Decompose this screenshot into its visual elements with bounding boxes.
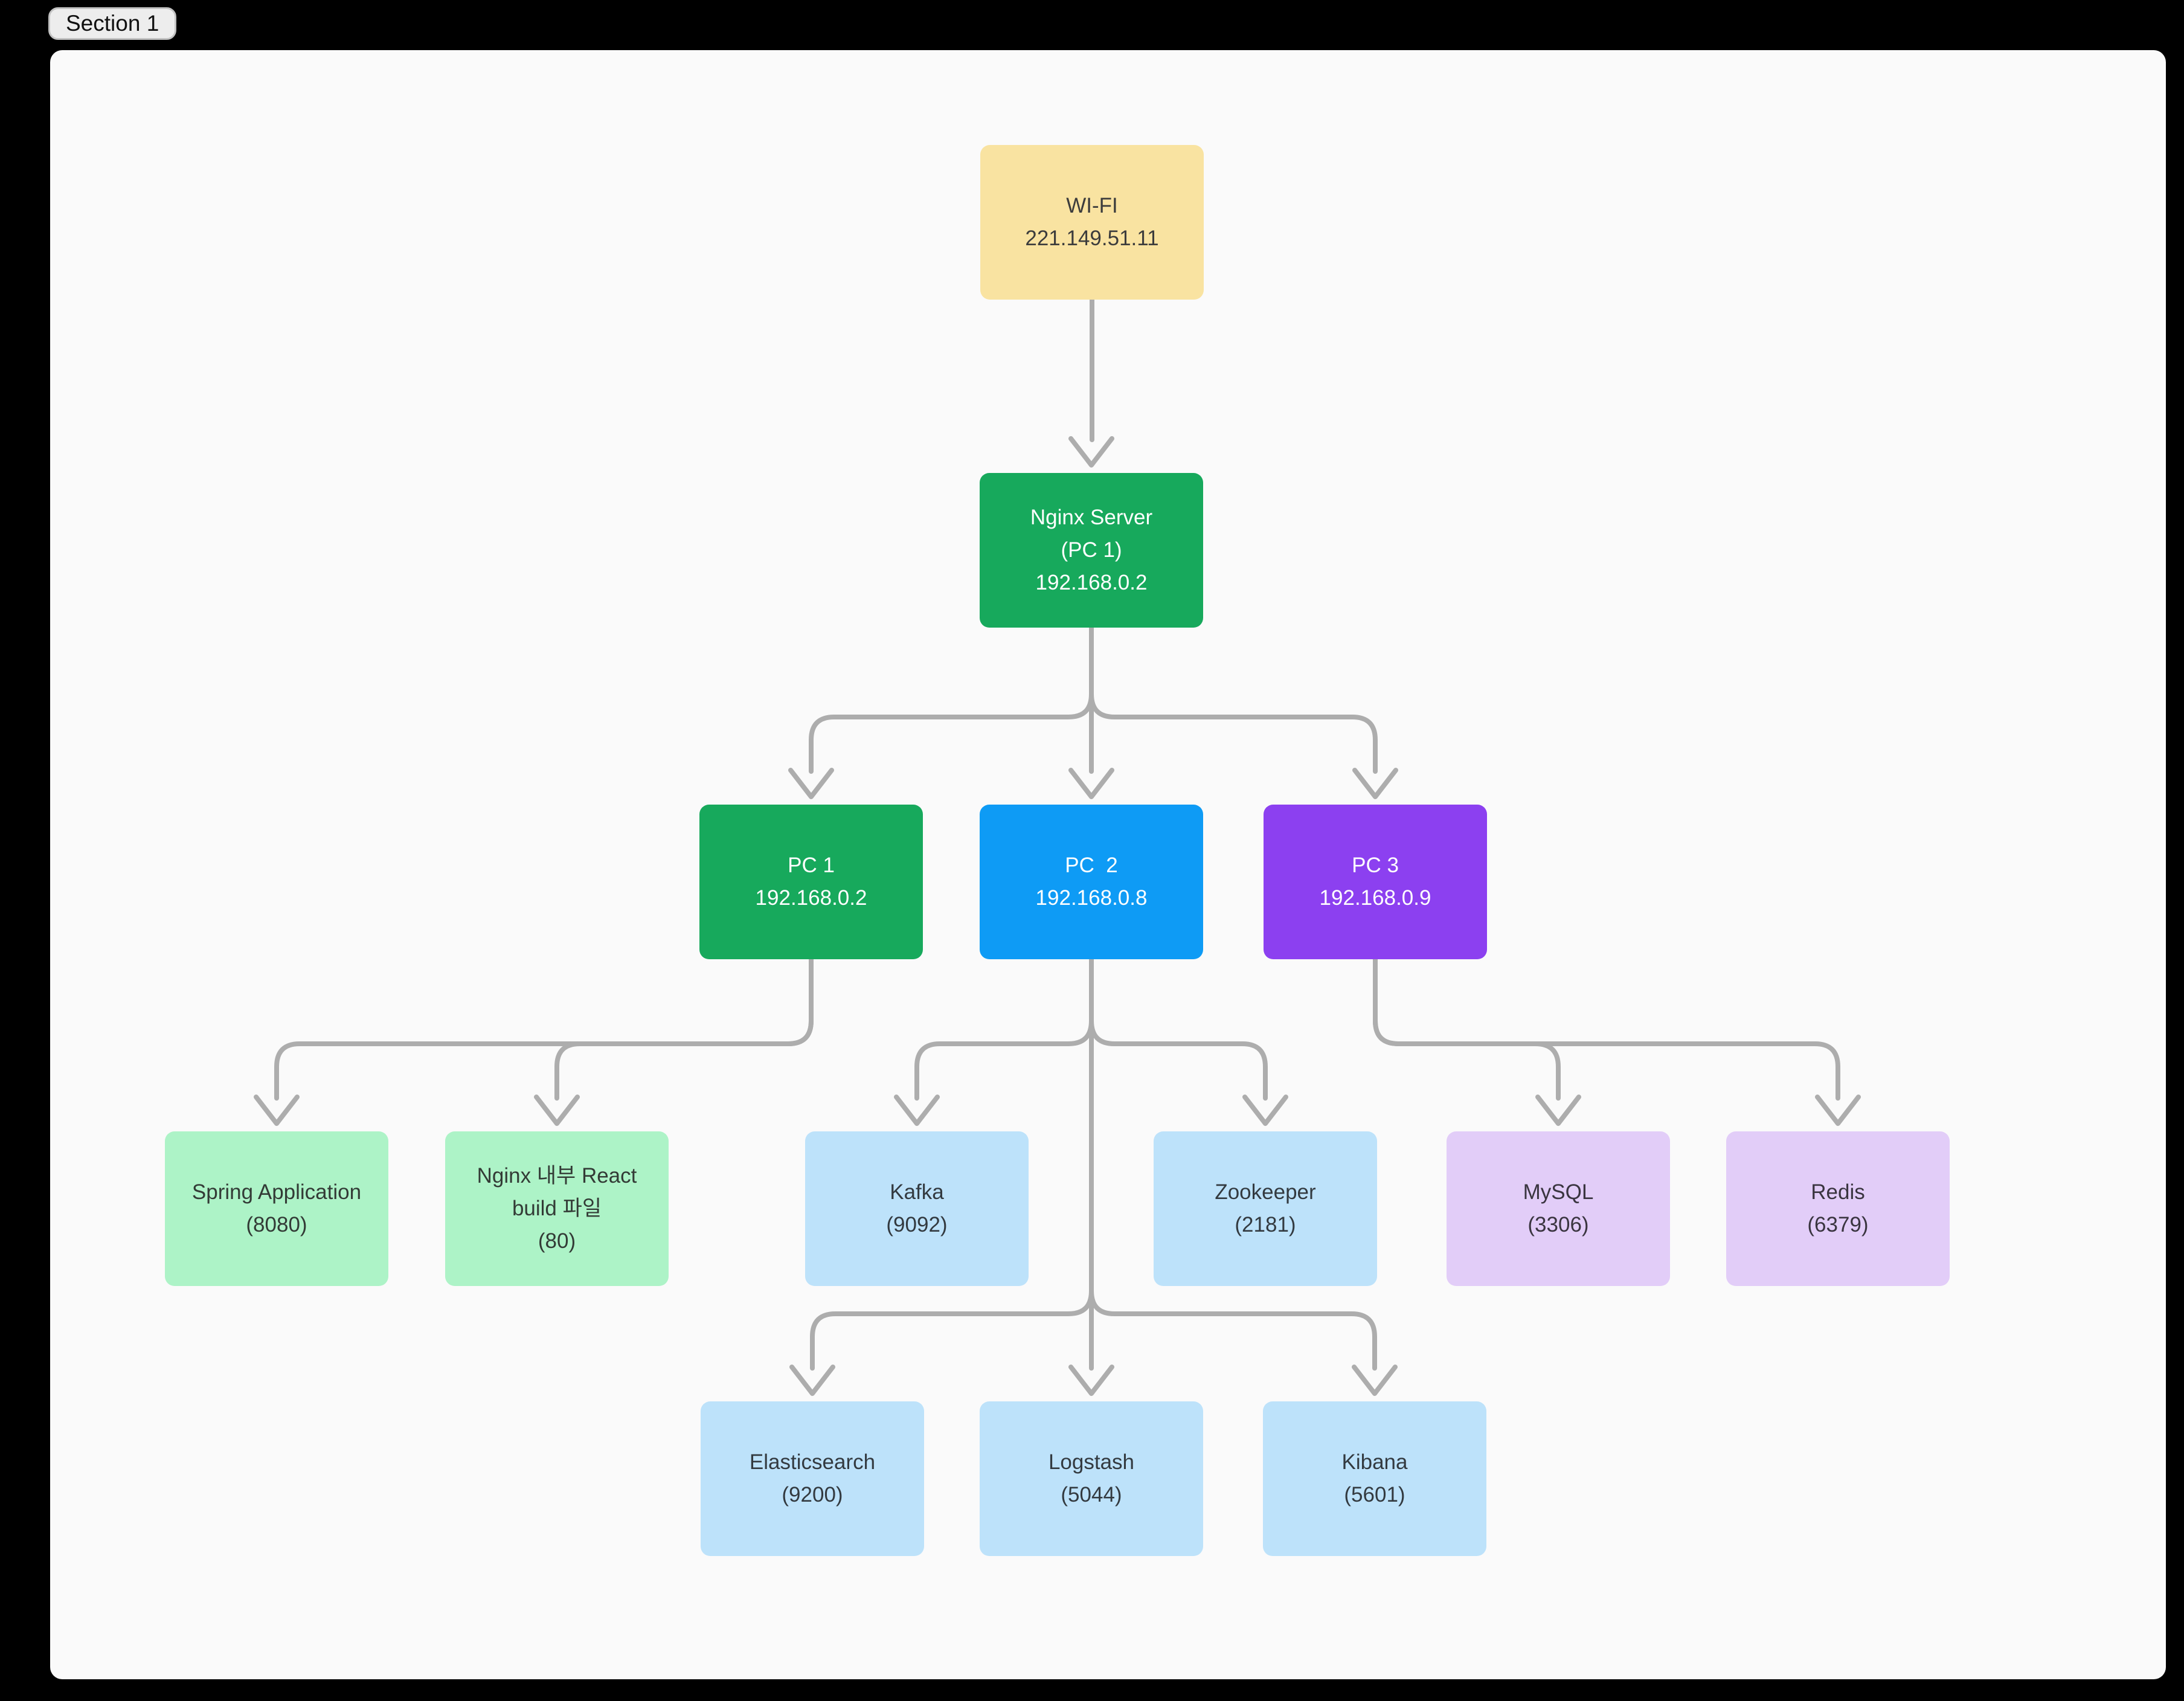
node-elasticsearch[interactable]: Elasticsearch (9200) (701, 1401, 924, 1556)
node-wifi-line: WI-FI (1066, 193, 1118, 217)
node-nginx-server-line: Nginx Server (1030, 505, 1153, 529)
node-kibana-line: (5601) (1344, 1483, 1405, 1506)
node-mysql[interactable]: MySQL (3306) (1447, 1131, 1670, 1286)
node-wifi-line: 221.149.51.11 (1025, 227, 1159, 250)
node-pc3-line: PC 3 (1352, 853, 1399, 877)
node-spring-application-line: Spring Application (191, 1180, 362, 1204)
node-kibana[interactable]: Kibana (5601) (1263, 1401, 1486, 1556)
node-nginx-react-build[interactable]: Nginx 내부 React build 파일 (80) (445, 1131, 669, 1286)
section-label[interactable]: Section 1 (48, 7, 177, 40)
node-wifi[interactable]: WI-FI 221.149.51.11 (980, 145, 1204, 300)
node-kafka[interactable]: Kafka (9092) (805, 1131, 1029, 1286)
node-pc2-line: PC 2 (1065, 853, 1118, 877)
node-kafka-line: (9092) (886, 1213, 948, 1236)
node-logstash-line: Logstash (1048, 1450, 1135, 1474)
node-elasticsearch-line: (9200) (782, 1483, 843, 1506)
node-kafka-line: Kafka (890, 1180, 944, 1204)
node-nginx-server[interactable]: Nginx Server (PC 1) 192.168.0.2 (980, 473, 1203, 628)
node-zookeeper-line: (2181) (1235, 1213, 1296, 1236)
node-pc1[interactable]: PC 1 192.168.0.2 (699, 805, 923, 959)
node-pc2[interactable]: PC 2 192.168.0.8 (980, 805, 1203, 959)
node-spring-application-line: (8080) (246, 1213, 307, 1236)
node-redis-line: Redis (1811, 1180, 1865, 1204)
node-pc1-line: PC 1 (788, 853, 835, 877)
node-mysql-line: MySQL (1523, 1180, 1594, 1204)
node-pc3-line: 192.168.0.9 (1319, 886, 1431, 910)
node-nginx-react-build-line: build 파일 (512, 1196, 602, 1220)
node-zookeeper[interactable]: Zookeeper (2181) (1154, 1131, 1377, 1286)
node-kibana-line: Kibana (1341, 1450, 1408, 1474)
node-spring-application[interactable]: Spring Application (8080) (165, 1131, 388, 1286)
node-logstash[interactable]: Logstash (5044) (980, 1401, 1203, 1556)
node-redis[interactable]: Redis (6379) (1726, 1131, 1950, 1286)
node-mysql-line: (3306) (1527, 1213, 1589, 1236)
node-nginx-react-build-line: Nginx 내부 React (477, 1163, 637, 1188)
node-pc1-line: 192.168.0.2 (755, 886, 867, 910)
node-pc2-line: 192.168.0.8 (1035, 886, 1148, 910)
node-logstash-line: (5044) (1061, 1483, 1122, 1506)
node-redis-line: (6379) (1807, 1213, 1869, 1236)
node-elasticsearch-line: Elasticsearch (749, 1450, 876, 1474)
node-zookeeper-line: Zookeeper (1215, 1180, 1316, 1204)
node-pc3[interactable]: PC 3 192.168.0.9 (1264, 805, 1487, 959)
node-nginx-react-build-line: (80) (538, 1229, 576, 1253)
node-nginx-server-line: 192.168.0.2 (1035, 571, 1148, 595)
node-nginx-server-line: (PC 1) (1061, 538, 1122, 562)
